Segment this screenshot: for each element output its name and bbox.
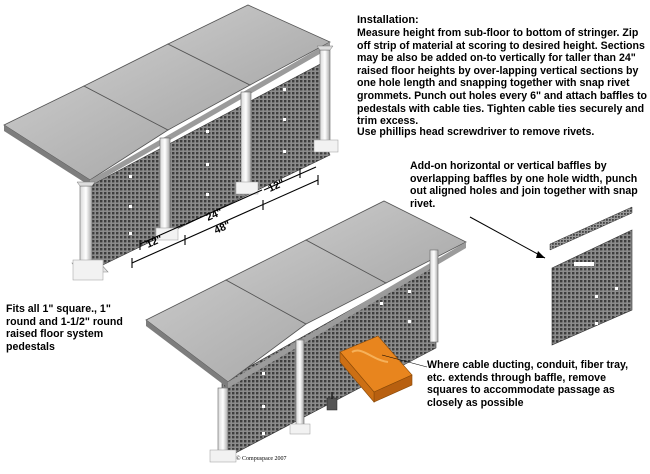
top-baffle-holes	[129, 88, 286, 235]
top-pedestal-back	[319, 49, 331, 146]
addon-baffle-sheet	[551, 229, 633, 346]
addon-baffle-strip	[549, 206, 633, 251]
cable-note: Where cable ducting, conduit, fiber tray…	[427, 359, 629, 409]
bottom-pedestal-front	[217, 387, 229, 457]
addon-pointer-arrow	[469, 216, 546, 259]
addon-baffle-panel	[469, 206, 633, 346]
cable-connector	[326, 397, 338, 411]
top-pedestal-mid-2	[240, 91, 252, 188]
dimension-lines	[131, 166, 319, 268]
rivet-note: Use phillips head screwdriver to remove …	[357, 126, 595, 138]
installation-title: Installation:	[357, 14, 419, 26]
bottom-pedestal-mid	[295, 339, 305, 431]
addon-note: Add-on horizontal or vertical baffles by…	[410, 160, 638, 210]
bottom-floor-assembly	[145, 200, 467, 463]
dim-48: 48"	[212, 219, 232, 237]
fits-note: Fits all 1" square., 1" round and 1-1/2"…	[6, 303, 123, 353]
top-pedestal-mid-1	[159, 137, 171, 234]
top-pedestal-front	[79, 185, 93, 272]
cable-duct	[339, 335, 413, 403]
bottom-pedestal-back	[429, 249, 439, 343]
installation-body: Measure height from sub-floor to bottom …	[357, 27, 647, 128]
copyright: © Compuspace 2007	[236, 456, 287, 462]
top-floor-assembly	[3, 4, 339, 281]
